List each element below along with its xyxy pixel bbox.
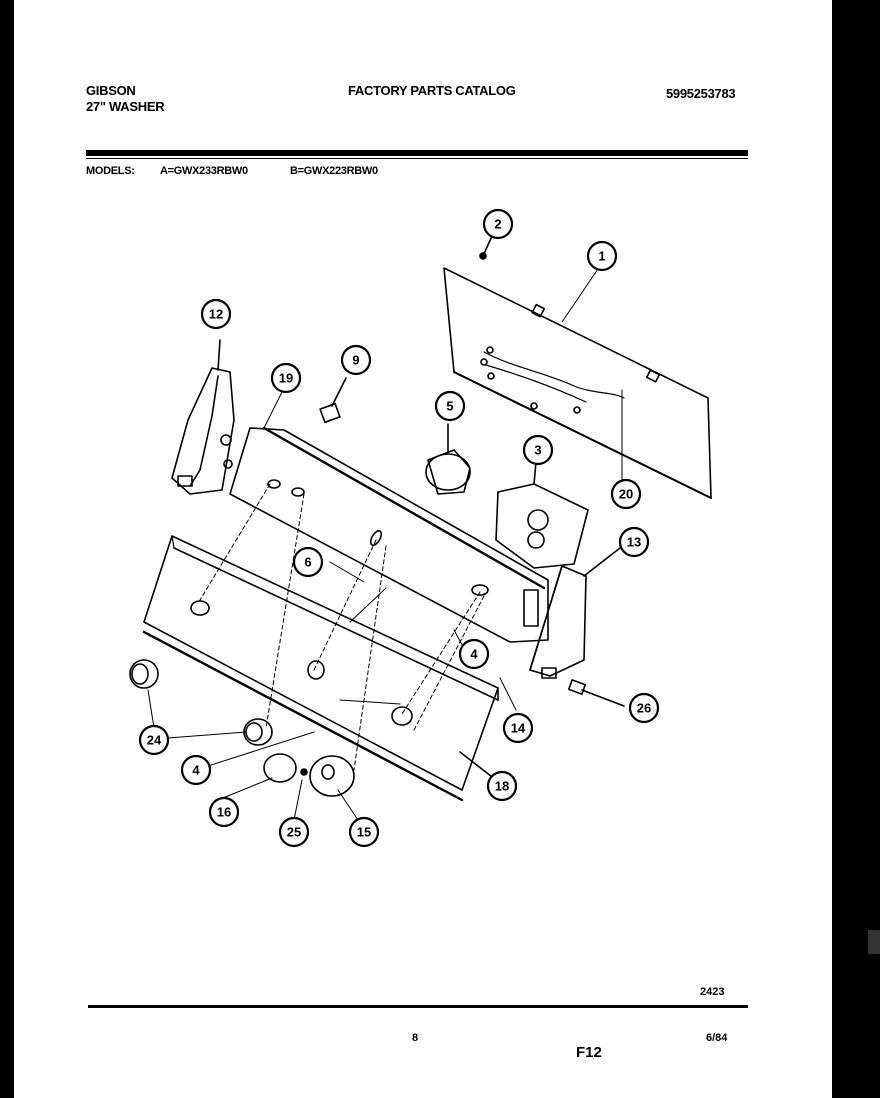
svg-text:24: 24 <box>147 733 162 748</box>
svg-text:2: 2 <box>494 217 501 232</box>
assembly-lines <box>199 483 485 771</box>
svg-text:4: 4 <box>192 763 200 778</box>
revision-date: 6/84 <box>706 1032 728 1044</box>
header-rule-thin <box>86 158 748 159</box>
end-cap-part <box>529 547 621 679</box>
svg-text:4: 4 <box>470 647 478 662</box>
svg-text:3: 3 <box>534 443 541 458</box>
callout-24: 24 <box>138 724 170 756</box>
callout-16: 16 <box>208 796 240 828</box>
catalog-number: 5995253783 <box>666 86 736 101</box>
pressure-switch-part <box>425 423 471 495</box>
models-label: MODELS: <box>86 165 135 177</box>
svg-text:16: 16 <box>217 805 231 820</box>
callout-25: 25 <box>278 816 310 848</box>
clip-part <box>567 679 625 707</box>
callout-14: 14 <box>502 712 534 744</box>
switch-part <box>319 377 347 424</box>
callout-4a: 4 <box>458 638 490 670</box>
callout-15: 15 <box>348 816 380 848</box>
callout-26: 26 <box>628 692 660 724</box>
screw-part <box>479 235 493 260</box>
svg-text:18: 18 <box>495 779 509 794</box>
page-number: 8 <box>412 1032 419 1044</box>
drawing-number: 2423 <box>700 986 725 998</box>
model-a: A=GWX233RBW0 <box>160 165 248 177</box>
callout-5: 5 <box>434 390 466 422</box>
exploded-parts-diagram: 1 2 3 4 4 5 6 9 12 13 14 15 16 18 19 20 … <box>129 208 712 848</box>
footer-rule <box>88 1005 748 1008</box>
callout-4b: 4 <box>180 754 212 786</box>
svg-text:12: 12 <box>209 307 223 322</box>
timer-part <box>495 461 589 569</box>
callout-9: 9 <box>340 344 372 376</box>
svg-text:9: 9 <box>352 353 359 368</box>
svg-text:13: 13 <box>627 535 641 550</box>
svg-text:15: 15 <box>357 825 371 840</box>
scan-edge-mark <box>858 664 880 682</box>
callout-1: 1 <box>586 240 618 272</box>
product-name: 27" WASHER <box>86 99 165 114</box>
svg-text:14: 14 <box>511 721 526 736</box>
callout-20: 20 <box>610 478 642 510</box>
callout-19: 19 <box>270 362 302 394</box>
callout-2: 2 <box>482 208 514 240</box>
svg-text:26: 26 <box>637 701 651 716</box>
svg-text:6: 6 <box>304 555 311 570</box>
callout-12: 12 <box>200 298 232 330</box>
scan-edge-mark <box>868 930 880 954</box>
rear-panel-part <box>443 267 712 499</box>
section-code: F12 <box>576 1044 602 1061</box>
end-bracket-part <box>171 339 235 495</box>
leader-lines <box>147 265 623 821</box>
callout-13: 13 <box>618 526 650 558</box>
catalog-page: GIBSON 27" WASHER FACTORY PARTS CATALOG … <box>14 0 832 1098</box>
header-rule <box>86 150 748 156</box>
callout-18: 18 <box>486 770 518 802</box>
svg-text:1: 1 <box>598 249 605 264</box>
knob-parts <box>129 659 355 797</box>
svg-text:25: 25 <box>287 825 301 840</box>
svg-text:19: 19 <box>279 371 293 386</box>
brand-name: GIBSON <box>86 83 136 98</box>
callout-6: 6 <box>292 546 324 578</box>
svg-text:20: 20 <box>619 487 633 502</box>
catalog-title: FACTORY PARTS CATALOG <box>348 83 516 98</box>
svg-text:5: 5 <box>446 399 453 414</box>
model-b: B=GWX223RBW0 <box>290 165 378 177</box>
control-panel-backplate <box>229 426 549 643</box>
callout-3: 3 <box>522 434 554 466</box>
